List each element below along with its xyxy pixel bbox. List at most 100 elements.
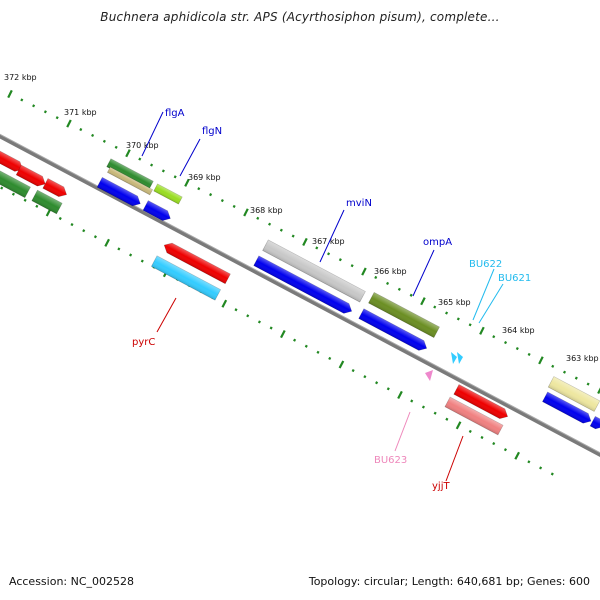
kbp-label: 367 kbp (312, 237, 345, 246)
upper-tick (586, 382, 590, 386)
upper-tick (433, 305, 437, 309)
upper-tick (397, 287, 401, 291)
gene-feature-gray (262, 239, 366, 303)
upper-tick (327, 252, 331, 256)
gene-shine (0, 145, 23, 172)
gene-shine (358, 308, 427, 351)
upper-tick (55, 116, 59, 120)
gene-feature-salmon (444, 396, 504, 436)
kbp-label: 364 kbp (502, 326, 535, 335)
gene-shine (444, 397, 504, 435)
gene-feature-red (453, 384, 509, 419)
gene-shine (16, 165, 46, 187)
upper-tick (386, 281, 390, 285)
lower-tick (455, 421, 462, 430)
lower-tick (82, 229, 86, 233)
leader-ompA (412, 249, 435, 297)
kbp-label: 372 kbp (4, 73, 37, 82)
kbp-label: 369 kbp (188, 173, 221, 182)
upper-tick (374, 275, 378, 280)
gene-feature-khaki (106, 166, 154, 196)
gene-feature-lightyellow (547, 376, 600, 412)
upper-tick (173, 175, 177, 179)
gene-shine (368, 292, 440, 338)
lower-tick (433, 411, 437, 415)
upper-tick (43, 110, 47, 114)
genome-backbone (0, 133, 600, 457)
gene-shine (590, 416, 600, 429)
gene-feature-red (42, 178, 67, 197)
lower-tick (221, 299, 228, 308)
lower-tick (246, 314, 250, 318)
lower-tick (527, 460, 531, 464)
lower-tick (58, 216, 62, 221)
gene-feature-red (15, 164, 46, 187)
gene-label-BU623: BU623 (374, 455, 407, 466)
gene-shine (107, 167, 153, 195)
lower-tick (316, 350, 320, 354)
lower-tick (410, 399, 414, 403)
upper-tick (161, 169, 165, 173)
upper-tick (220, 198, 224, 203)
upper-tick (350, 264, 354, 268)
gene-feature-blue (253, 255, 353, 314)
leader-mviN (319, 209, 345, 263)
gene-label-mviN: mviN (346, 198, 372, 209)
bu621-marker (457, 352, 463, 364)
upper-tick (420, 297, 426, 306)
lower-tick (351, 369, 355, 373)
upper-tick (291, 234, 295, 238)
lower-tick (23, 198, 27, 202)
lower-tick (269, 326, 273, 330)
lower-tick (117, 247, 121, 251)
upper-tick (243, 208, 249, 217)
lower-tick (129, 253, 133, 257)
upper-tick (409, 293, 413, 297)
lower-tick (386, 387, 390, 391)
upper-tick (468, 323, 472, 327)
lower-tick (104, 238, 110, 247)
upper-tick (538, 356, 544, 365)
upper-tick (256, 216, 260, 220)
gene-feature-green (31, 189, 63, 215)
lower-tick (363, 375, 367, 379)
lower-tick (550, 472, 554, 476)
upper-tick (361, 267, 367, 276)
gene-feature-red (163, 242, 231, 285)
upper-tick (20, 98, 24, 102)
lower-tick (304, 344, 308, 348)
lower-tick (514, 451, 520, 460)
gene-feature-olive (368, 291, 440, 339)
upper-tick (574, 376, 578, 380)
gene-label-BU621: BU621 (498, 273, 531, 284)
genome-summary-text: Topology: circular; Length: 640,681 bp; … (308, 575, 590, 588)
lower-tick (492, 442, 496, 446)
lower-tick (397, 390, 403, 399)
lower-tick (280, 330, 286, 339)
kbp-label: 371 kbp (64, 108, 97, 117)
accession-text: Accession: NC_002528 (9, 575, 135, 588)
gene-feature-cyan (150, 255, 222, 301)
lower-tick (375, 381, 379, 385)
kbp-label: 368 kbp (250, 206, 283, 215)
gene-shine (453, 384, 508, 419)
upper-tick (315, 246, 319, 250)
upper-tick (527, 352, 531, 357)
upper-tick (66, 119, 72, 128)
upper-tick (338, 258, 342, 262)
gene-shine (42, 178, 67, 197)
gene-feature-green (0, 167, 31, 199)
lower-tick (421, 405, 425, 409)
lower-tick (445, 417, 449, 421)
gene-shine (542, 391, 591, 424)
lower-tick (257, 320, 261, 324)
backbone-line (0, 134, 600, 457)
upper-tick (232, 204, 236, 209)
lower-tick (468, 429, 472, 433)
upper-tick (197, 187, 201, 191)
gene-shine (97, 177, 141, 206)
backbone-highlight (0, 133, 600, 454)
